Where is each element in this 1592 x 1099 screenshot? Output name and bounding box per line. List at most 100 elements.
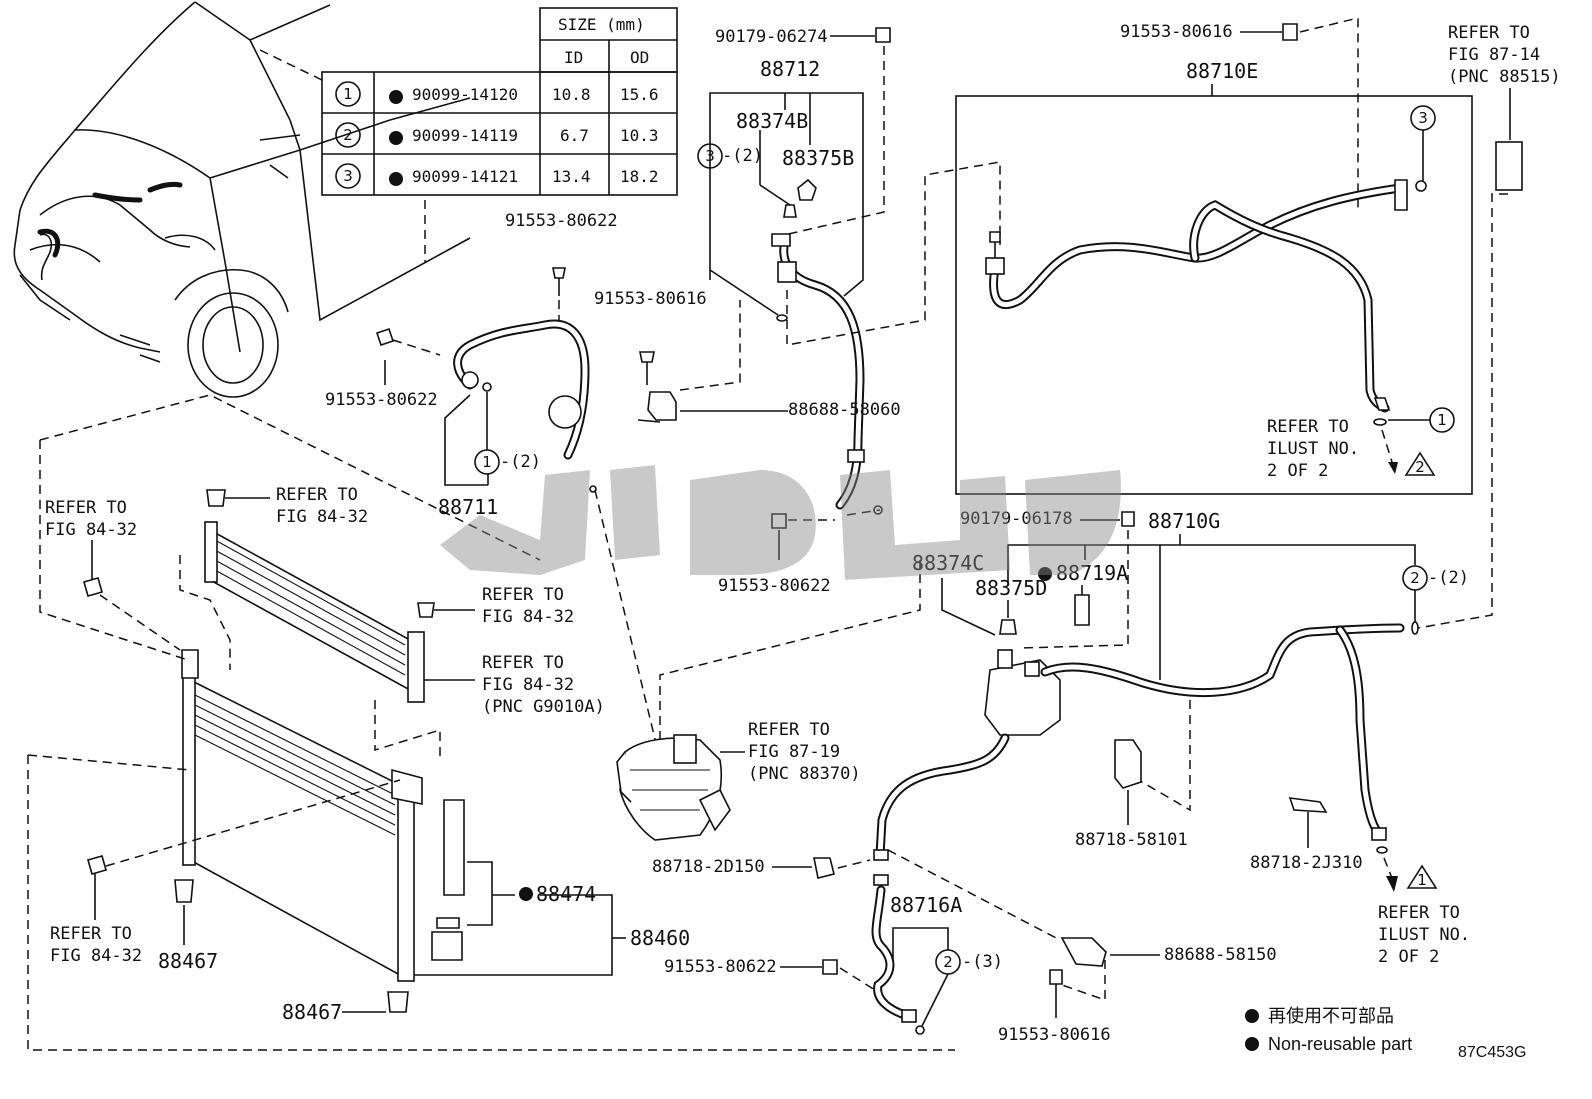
- label-91553-80622-c: 91553-80622: [718, 576, 831, 596]
- clamp-88718-2J310: [1288, 797, 1328, 813]
- refer-8432-e-line1: REFER TO: [50, 924, 132, 944]
- non-reusable-dot-icon: [389, 90, 403, 104]
- cushion-88467: [387, 991, 409, 1013]
- refer-8432-a-line2: FIG 84-32: [45, 520, 137, 540]
- arrow-icon: [1386, 876, 1398, 892]
- receiver-88474: [443, 799, 465, 896]
- refer-8432-b-line1: REFER TO: [276, 485, 358, 505]
- refer-8719-line1: REFER TO: [748, 720, 830, 740]
- label-90179-06274: 90179-06274: [715, 27, 828, 47]
- label-88374C: 88374C: [912, 551, 984, 575]
- refer-8719-line3: (PNC 88370): [748, 764, 861, 784]
- label-88374B: 88374B: [736, 109, 808, 133]
- qty-1-2: -(2): [500, 452, 541, 472]
- refer-ilust-b-line3: 2 OF 2: [1378, 947, 1439, 967]
- refer-ilust-a-line3: 2 OF 2: [1267, 461, 1328, 481]
- hose-88716A-group: 88716A 2 -(3): [871, 849, 1061, 1035]
- arrow-icon: [1388, 462, 1398, 474]
- size-table-header: SIZE (mm): [558, 15, 645, 34]
- refer-8714-line3: (PNC 88515): [1448, 67, 1561, 87]
- non-reusable-dot-icon: [519, 887, 533, 901]
- bolt-icon: [375, 327, 395, 347]
- circle-ref-2: 2: [1410, 569, 1420, 587]
- refer-ilust-a-line2: ILUST NO.: [1267, 439, 1359, 459]
- label-91553-80622-d: 91553-80622: [664, 957, 777, 977]
- refer-8432-c-line1: REFER TO: [482, 585, 564, 605]
- circle-ref-2: 2: [943, 953, 953, 971]
- refer-8432-b-line2: FIG 84-32: [276, 507, 368, 527]
- bolt-icon: [87, 855, 107, 875]
- cushion-88467: [174, 879, 194, 903]
- refer-8714-line1: REFER TO: [1448, 23, 1530, 43]
- bolt-icon: [822, 959, 838, 975]
- refer-8432-a-line1: REFER TO: [45, 498, 127, 518]
- size-row-2-part: 90099-14119: [412, 126, 518, 145]
- bolt-icon: [639, 351, 655, 363]
- non-reusable-dot-icon: [1245, 1009, 1259, 1023]
- non-reusable-dot-icon: [389, 131, 403, 145]
- label-88710G: 88710G: [1148, 509, 1220, 533]
- clamp-88718-58101: [1114, 739, 1142, 789]
- label-88467-a: 88467: [158, 949, 218, 973]
- hose-88710E-group: 91553-80616 88710E 3 1 REFER TO ILUST NO…: [955, 17, 1473, 495]
- refer-8432-d-line2: FIG 84-32: [482, 675, 574, 695]
- label-88719A: 88719A: [1056, 561, 1128, 585]
- hose-88710G-group: 90179-06178 88710G 88374C 88375D 88719A …: [873, 509, 1469, 861]
- hose-88711-group: 91553-80622 1 -(2) 88711: [325, 319, 661, 761]
- qty-2-2: -(2): [1428, 568, 1469, 588]
- triangle-icon: [1404, 451, 1436, 476]
- circle-ref-3: 3: [705, 147, 715, 165]
- size-row-3-part: 90099-14121: [412, 167, 518, 186]
- refer-ilust-b-line2: ILUST NO.: [1378, 925, 1470, 945]
- label-91553-80616-a: 91553-80616: [594, 289, 707, 309]
- refer-8719-line2: FIG 87-19: [748, 742, 840, 762]
- vehicle-sketch: [13, 1, 471, 398]
- legend-cn: 再使用不可部品: [1268, 1006, 1394, 1026]
- non-reusable-dot-icon: [389, 172, 403, 186]
- label-88460: 88460: [630, 926, 690, 950]
- size-table-col-id: ID: [564, 48, 583, 67]
- label-88718-2J310: 88718-2J310: [1250, 853, 1363, 873]
- figure-code: 87C453G: [1458, 1044, 1527, 1061]
- refer-8714-line2: FIG 87-14: [1448, 45, 1540, 65]
- label-88688-58060: 88688-58060: [788, 400, 901, 420]
- circle-ref-1: 1: [482, 453, 492, 471]
- bolt-icon: [1282, 23, 1298, 41]
- bolt-icon: [552, 267, 566, 279]
- label-90179-06178: 90179-06178: [960, 509, 1073, 529]
- refer-8432-d-line3: (PNC G9010A): [482, 697, 605, 717]
- label-88467-b: 88467: [282, 1000, 342, 1024]
- label-88710E: 88710E: [1186, 59, 1258, 83]
- label-88718-2D150: 88718-2D150: [652, 857, 765, 877]
- hose-88712-group: 90179-06274 88712 88374B 88375B 3 -(2): [697, 27, 1001, 516]
- condenser-88460: REFER TO FIG 84-32 REFER TO FIG 84-32 RE…: [45, 485, 690, 1024]
- label-91553-80616-top: 91553-80616: [1120, 22, 1233, 42]
- label-88711: 88711: [438, 495, 498, 519]
- refer-8432-c-line2: FIG 84-32: [482, 607, 574, 627]
- qty-3-2: -(2): [722, 146, 763, 166]
- non-reusable-dot-icon: [1245, 1037, 1259, 1051]
- circle-ref-3: 3: [1418, 109, 1428, 127]
- non-reusable-dot-icon: [1038, 567, 1052, 581]
- size-row-1-id: 10.8: [552, 85, 591, 104]
- label-88716A: 88716A: [890, 893, 962, 917]
- size-row-1-ref: 1: [343, 85, 353, 103]
- size-row-2-id: 6.7: [560, 126, 589, 145]
- size-table: SIZE (mm) ID OD 1 90099-14120 10.8 15.6 …: [321, 7, 678, 196]
- clamp-88718-2D150: [813, 857, 835, 879]
- clamp-88688-58150: [1060, 937, 1107, 967]
- label-91553-80616-b: 91553-80616: [998, 1025, 1111, 1045]
- bolt-icon: [771, 513, 787, 529]
- expansion-valve: [1495, 141, 1523, 191]
- triangle-ref-1: 1: [1417, 871, 1427, 889]
- qty-2-3: -(3): [962, 952, 1003, 972]
- legend-en: Non-reusable part: [1268, 1034, 1412, 1054]
- legend: 再使用不可部品 Non-reusable part 87C453G: [1245, 1006, 1527, 1061]
- bolt-icon: [1049, 969, 1063, 985]
- size-row-3-ref: 3: [343, 167, 353, 185]
- triangle-ref-2: 2: [1415, 458, 1425, 476]
- compressor-88370: REFER TO FIG 87-19 (PNC 88370): [616, 560, 921, 841]
- size-row-3-od: 18.2: [620, 167, 659, 186]
- refer-ilust-a-line1: REFER TO: [1267, 417, 1349, 437]
